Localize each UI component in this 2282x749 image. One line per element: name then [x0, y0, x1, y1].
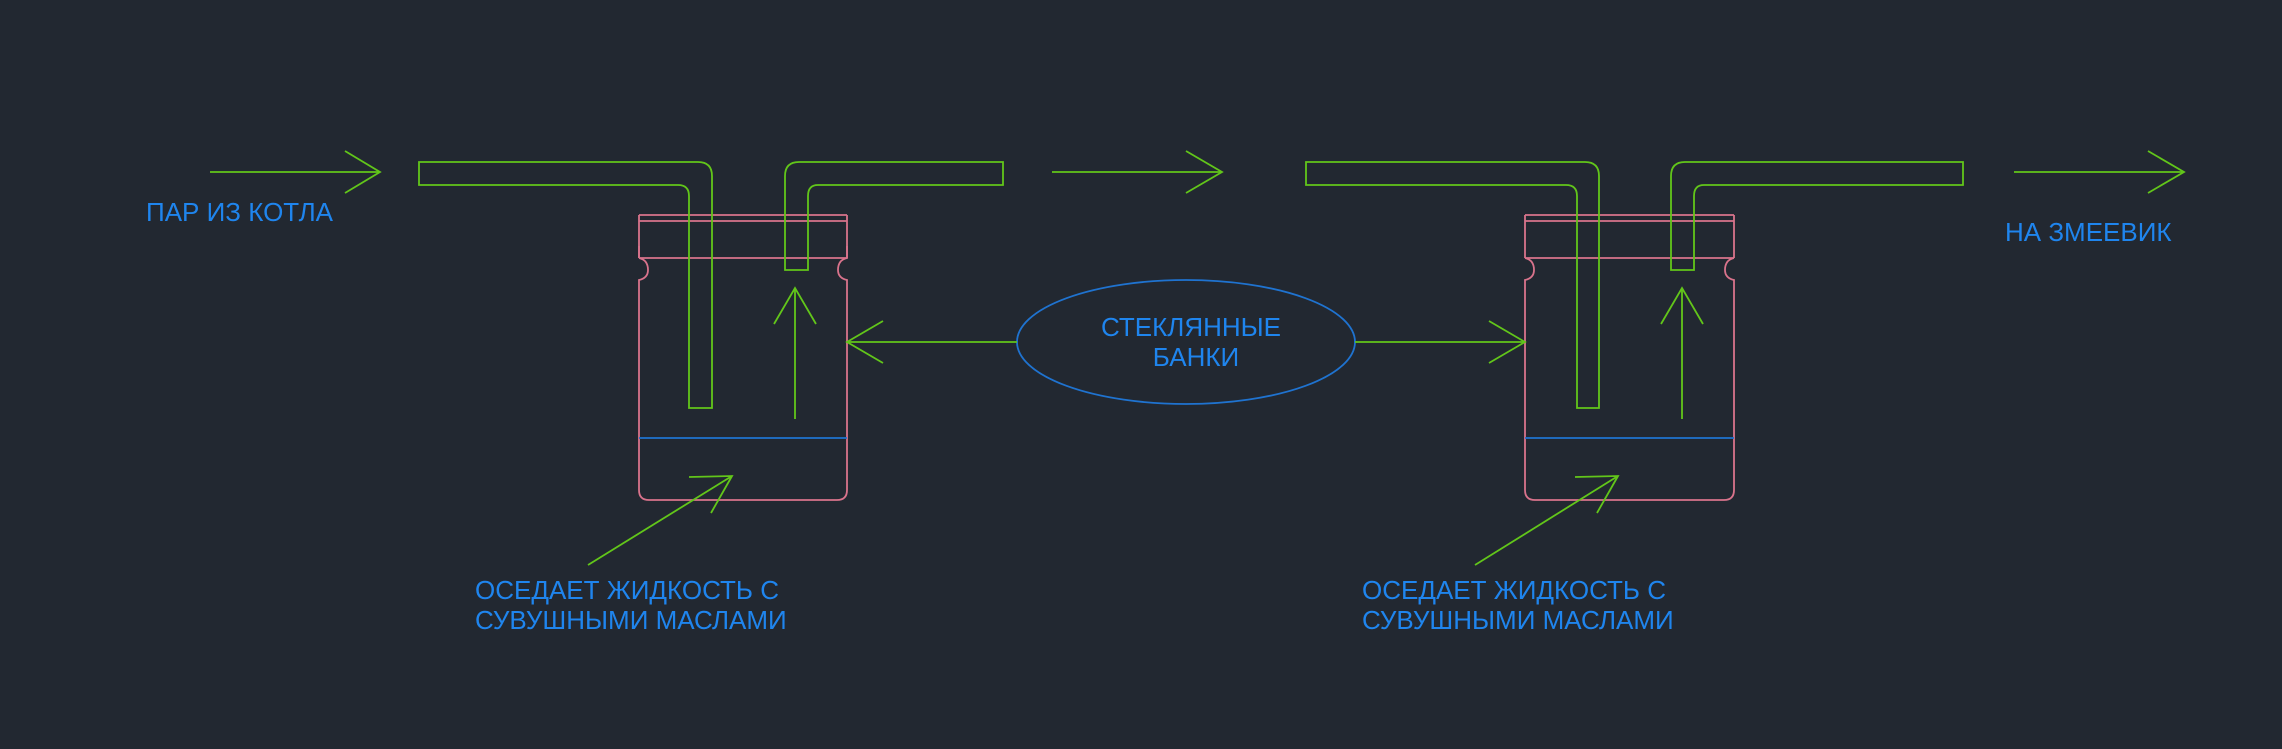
to-coil-label: НА ЗМЕЕВИК — [2005, 217, 2172, 247]
left-jar — [638, 214, 848, 501]
inlet-arrow — [210, 150, 382, 194]
callout-arrow-to-right-jar — [1355, 320, 1527, 364]
left-liquid-pointer-arrow — [587, 475, 734, 566]
left-inlet-pipe — [418, 161, 713, 409]
right-liquid-label-line2: СУВУШНЫМИ МАСЛАМИ — [1362, 605, 1674, 635]
left-liquid-label-line2: СУВУШНЫМИ МАСЛАМИ — [475, 605, 787, 635]
right-jar-body — [1524, 257, 1735, 501]
left-liquid-label-line1: ОСЕДАЕТ ЖИДКОСТЬ С — [475, 575, 779, 605]
right-liquid-pointer-arrow — [1474, 475, 1620, 566]
labels: ПАР ИЗ КОТЛА НА ЗМЕЕВИК СТЕКЛЯННЫЕ БАНКИ… — [146, 197, 2172, 635]
left-jar-lid — [638, 214, 848, 259]
right-jar — [1524, 214, 1735, 501]
right-inlet-pipe — [1305, 161, 1600, 409]
right-liquid-label-line1: ОСЕДАЕТ ЖИДКОСТЬ С — [1362, 575, 1666, 605]
middle-flow-arrow — [1052, 150, 1224, 194]
right-rising-steam-arrow — [1660, 286, 1704, 419]
left-rising-steam-arrow — [773, 286, 817, 419]
right-outlet-pipe — [1670, 161, 1964, 271]
glass-jars-label-line1: СТЕКЛЯННЫЕ — [1101, 312, 1281, 342]
steam-from-boiler-label: ПАР ИЗ КОТЛА — [146, 197, 334, 227]
glass-jars-label-line2: БАНКИ — [1153, 342, 1239, 372]
right-jar-lid — [1524, 214, 1735, 259]
outlet-arrow — [2014, 150, 2186, 194]
left-outlet-pipe — [784, 161, 1004, 271]
callout-arrow-to-left-jar — [845, 320, 1017, 364]
left-jar-body — [638, 246, 848, 501]
